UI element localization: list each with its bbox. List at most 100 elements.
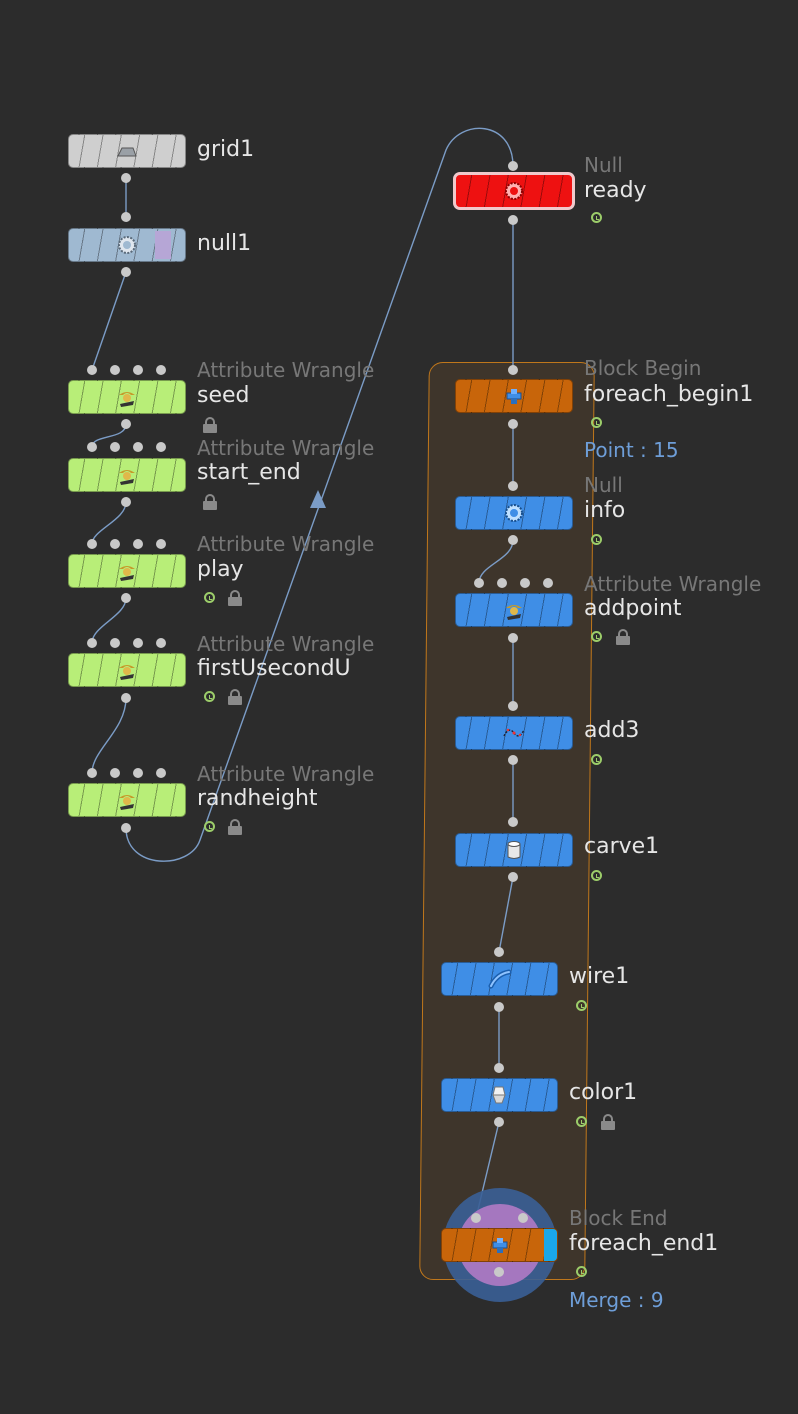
start_end-input-port-3[interactable]: [133, 442, 143, 452]
firstUsecondU-input-port-1[interactable]: [87, 638, 97, 648]
node-start_end-name: start_end: [197, 460, 301, 485]
addpoint-input-port-3[interactable]: [520, 578, 530, 588]
node-color1[interactable]: [441, 1078, 558, 1112]
foreach_end1-input-port-2[interactable]: [518, 1213, 528, 1223]
start_end-input-port-4[interactable]: [156, 442, 166, 452]
null1-output-port[interactable]: [121, 267, 131, 277]
node-addpoint-name: addpoint: [584, 596, 682, 621]
randheight-input-port-2[interactable]: [110, 768, 120, 778]
addpoint-input-port-1[interactable]: [474, 578, 484, 588]
node-seed[interactable]: [68, 380, 186, 414]
color1-output-port[interactable]: [494, 1117, 504, 1127]
lock-icon[interactable]: [228, 590, 242, 606]
lock-icon[interactable]: [228, 689, 242, 705]
node-foreach_end1[interactable]: [441, 1228, 558, 1262]
foreach_end1-output-port[interactable]: [494, 1267, 504, 1277]
randheight-input-port-1[interactable]: [87, 768, 97, 778]
node-foreach_begin1[interactable]: [455, 379, 573, 413]
color1-input-port[interactable]: [494, 1063, 504, 1073]
carve1-output-port[interactable]: [508, 872, 518, 882]
seed-input-port-4[interactable]: [156, 365, 166, 375]
wire1-input-port[interactable]: [494, 947, 504, 957]
randheight-input-port-4[interactable]: [156, 768, 166, 778]
add3-output-port[interactable]: [508, 755, 518, 765]
node-carve1-name: carve1: [584, 834, 660, 859]
foreach_end1-input-port-1[interactable]: [471, 1213, 481, 1223]
info-input-port[interactable]: [508, 481, 518, 491]
foreach_begin1-input-port[interactable]: [508, 365, 518, 375]
node-grid1[interactable]: [68, 134, 186, 168]
node-null1-name: null1: [197, 231, 252, 256]
foreach_begin1-output-port[interactable]: [508, 419, 518, 429]
seed-input-port-2[interactable]: [110, 365, 120, 375]
time-dependent-icon: [591, 631, 602, 642]
carve1-input-port[interactable]: [508, 817, 518, 827]
lock-icon[interactable]: [616, 629, 630, 645]
node-carve1[interactable]: [455, 833, 573, 867]
node-add3[interactable]: [455, 716, 573, 750]
node-ready-name: ready: [584, 178, 647, 203]
info-output-port[interactable]: [508, 535, 518, 545]
node-play-type: Attribute Wrangle: [197, 532, 375, 556]
wire1-output-port[interactable]: [494, 1002, 504, 1012]
node-play-name: play: [197, 557, 244, 582]
firstUsecondU-input-port-3[interactable]: [133, 638, 143, 648]
time-dependent-icon: [204, 821, 215, 832]
node-firstUsecondU[interactable]: [68, 653, 186, 687]
time-dependent-icon: [204, 592, 215, 603]
wrangler-cowboy-icon: [114, 789, 140, 811]
ready-input-port[interactable]: [508, 161, 518, 171]
wire-carve1-wire1: [498, 876, 514, 953]
node-start_end[interactable]: [68, 458, 186, 492]
play-input-port-4[interactable]: [156, 539, 166, 549]
node-randheight[interactable]: [68, 783, 186, 817]
null1-input-port[interactable]: [121, 212, 131, 222]
add3-input-port[interactable]: [508, 701, 518, 711]
node-wire1[interactable]: [441, 962, 558, 996]
start_end-output-port[interactable]: [121, 497, 131, 507]
node-wire1-name: wire1: [569, 964, 630, 989]
seed-input-port-1[interactable]: [87, 365, 97, 375]
ready-output-port[interactable]: [508, 215, 518, 225]
play-input-port-1[interactable]: [87, 539, 97, 549]
firstUsecondU-input-port-2[interactable]: [110, 638, 120, 648]
node-firstUsecondU-name: firstUsecondU: [197, 656, 351, 681]
wire-info-addpoint: [478, 539, 514, 584]
firstUsecondU-output-port[interactable]: [121, 693, 131, 703]
play-input-port-2[interactable]: [110, 539, 120, 549]
addpoint-input-port-2[interactable]: [497, 578, 507, 588]
wrangler-cowboy-icon: [114, 386, 140, 408]
addpoint-input-port-4[interactable]: [543, 578, 553, 588]
wrangler-cowboy-icon: [114, 464, 140, 486]
randheight-input-port-3[interactable]: [133, 768, 143, 778]
node-foreach_begin1-name: foreach_begin1: [584, 382, 754, 407]
play-output-port[interactable]: [121, 593, 131, 603]
wire-seed-start_end: [91, 423, 127, 448]
play-input-port-3[interactable]: [133, 539, 143, 549]
wire-start_end-play: [91, 501, 127, 545]
grid1-output-port[interactable]: [121, 173, 131, 183]
node-info[interactable]: [455, 496, 573, 530]
addpoint-output-port[interactable]: [508, 633, 518, 643]
node-null1[interactable]: [68, 228, 186, 262]
firstUsecondU-input-port-4[interactable]: [156, 638, 166, 648]
lock-icon[interactable]: [228, 819, 242, 835]
node-color1-name: color1: [569, 1080, 638, 1105]
lock-icon[interactable]: [203, 494, 217, 510]
lock-icon[interactable]: [203, 417, 217, 433]
time-dependent-icon: [576, 1116, 587, 1127]
start_end-input-port-1[interactable]: [87, 442, 97, 452]
node-addpoint[interactable]: [455, 593, 573, 627]
node-play[interactable]: [68, 554, 186, 588]
wrangler-cowboy-icon: [501, 599, 527, 621]
seed-input-port-3[interactable]: [133, 365, 143, 375]
wire-firstUsecondU-randheight: [91, 697, 127, 774]
lock-icon[interactable]: [601, 1114, 615, 1130]
node-ready[interactable]: [455, 174, 573, 208]
block-begin-icon: [501, 385, 527, 407]
randheight-output-port[interactable]: [121, 823, 131, 833]
start_end-input-port-2[interactable]: [110, 442, 120, 452]
seed-output-port[interactable]: [121, 419, 131, 429]
